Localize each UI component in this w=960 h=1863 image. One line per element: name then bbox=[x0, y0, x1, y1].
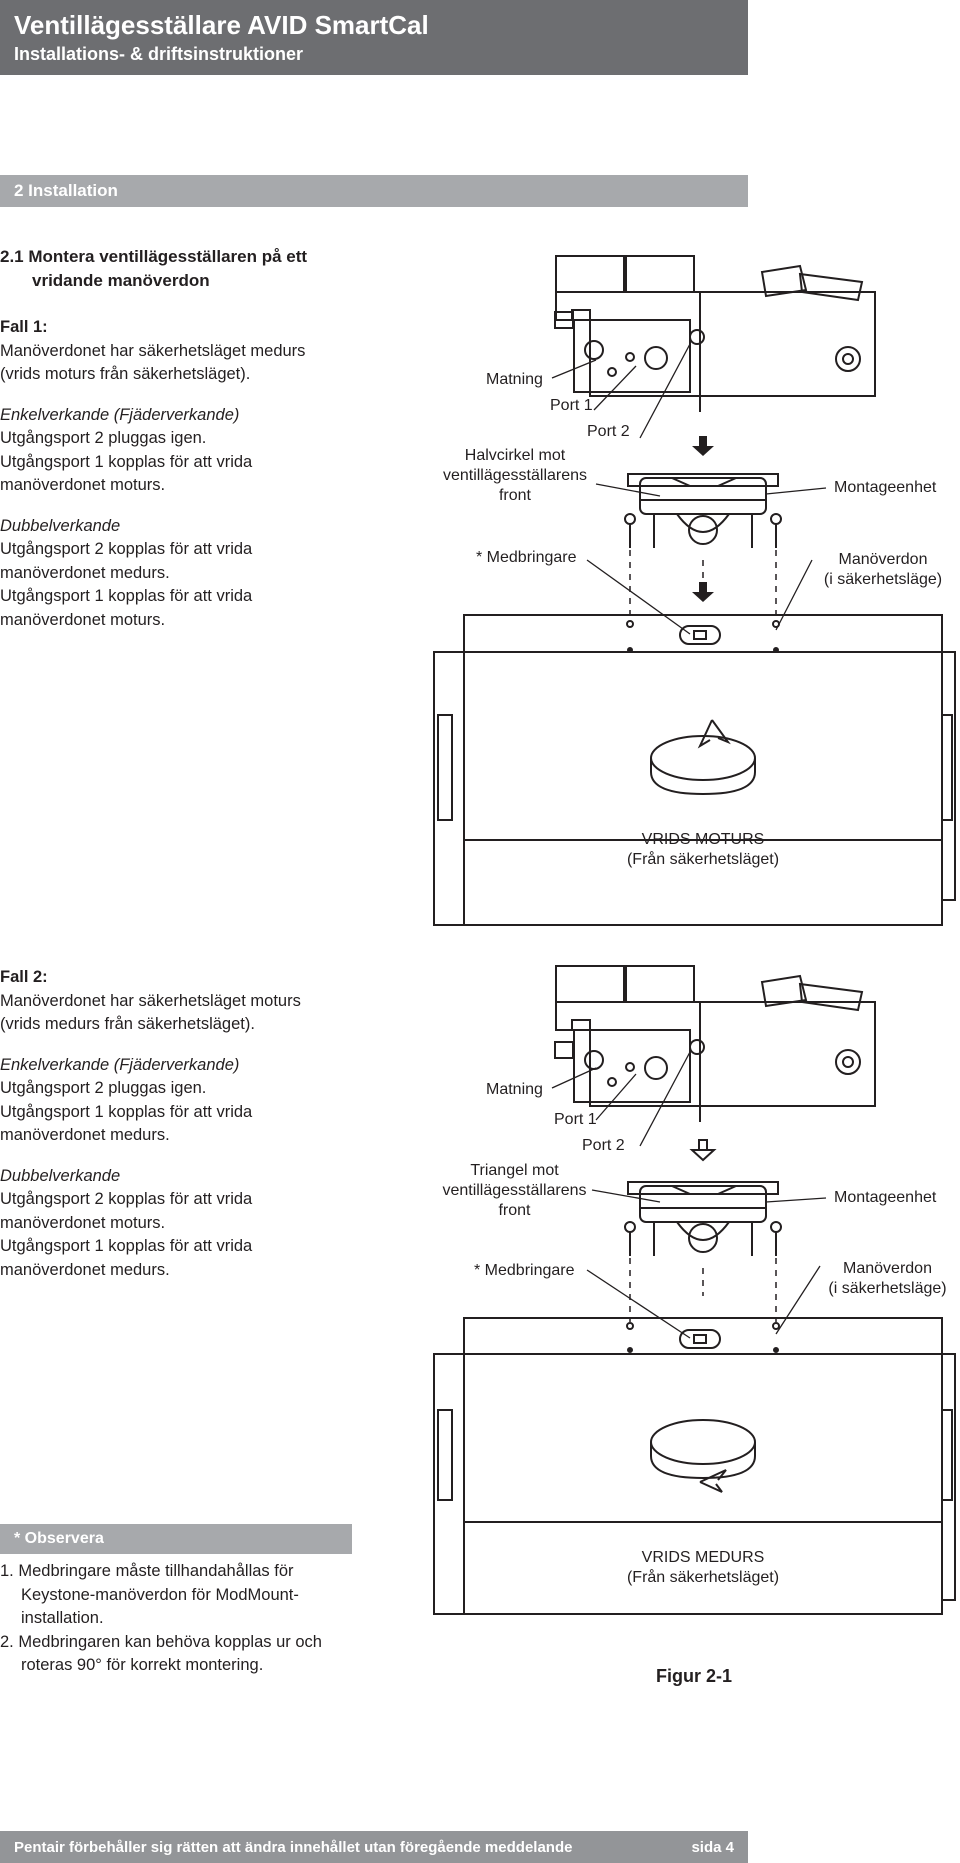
note-item: Keystone-manöverdon för ModMount- bbox=[21, 1585, 299, 1604]
case2-single-line: Utgångsport 2 pluggas igen. bbox=[0, 1079, 207, 1097]
label-triangle-line: Triangel mot bbox=[470, 1162, 559, 1179]
label-montageenhet: Montageenhet bbox=[834, 479, 937, 496]
case2-double-line: Utgångsport 1 kopplas för att vrida bbox=[0, 1237, 253, 1255]
actuator-illustration bbox=[433, 1317, 956, 1615]
label-port2: Port 2 bbox=[587, 423, 630, 440]
label-triangle-line: front bbox=[498, 1202, 531, 1219]
label-halfcircle-line: Halvcirkel mot bbox=[464, 447, 566, 464]
actuator-illustration bbox=[433, 614, 956, 926]
label-medbringare: * Medbringare bbox=[474, 1262, 575, 1279]
figure-caption: Figur 2-1 bbox=[656, 1666, 733, 1686]
label-montageenhet: Montageenhet bbox=[834, 1189, 937, 1206]
section-title: 2 Installation bbox=[0, 175, 748, 207]
label-rotation-line: VRIDS MOTURS bbox=[641, 831, 765, 848]
label-triangle: Triangel mot ventillägesställarens front bbox=[437, 1161, 592, 1221]
page-number: sida 4 bbox=[691, 1839, 734, 1856]
page-footer: Pentair förbehåller sig rätten att ändra… bbox=[0, 1831, 748, 1863]
subsection-title-line: vridande manöverdon bbox=[32, 271, 210, 290]
label-matning: Matning bbox=[486, 1081, 543, 1098]
case2-double-line: manöverdonet medurs. bbox=[0, 1260, 170, 1279]
label-port1: Port 1 bbox=[550, 397, 593, 414]
label-rotation-line: VRIDS MEDURS bbox=[641, 1549, 765, 1566]
label-halfcircle-line: ventillägesställarens bbox=[442, 467, 588, 484]
mounting-kit-illustration bbox=[624, 473, 782, 548]
label-medbringare: * Medbringare bbox=[476, 549, 577, 566]
case1-desc: (vrids moturs från säkerhetsläget). bbox=[0, 365, 251, 383]
label-rotation-ccw: VRIDS MOTURS (Från säkerhetsläget) bbox=[603, 830, 803, 870]
case1-double-line: Utgångsport 2 kopplas för att vrida bbox=[0, 540, 253, 558]
label-rotation-line: (Från säkerhetsläget) bbox=[626, 1569, 780, 1586]
label-port1: Port 1 bbox=[554, 1111, 597, 1128]
label-rotation-line: (Från säkerhetsläget) bbox=[626, 851, 780, 868]
label-port2: Port 2 bbox=[582, 1137, 625, 1154]
case1-heading: Fall 1: bbox=[0, 318, 48, 336]
case1-single-line: Utgångsport 2 pluggas igen. bbox=[0, 429, 207, 447]
label-matning: Matning bbox=[486, 371, 543, 388]
label-halfcircle: Halvcirkel mot ventillägesställarens fro… bbox=[440, 446, 590, 506]
case2-double-heading: Dubbelverkande bbox=[0, 1166, 121, 1185]
label-manoverdon-line: (i säkerhetsläge) bbox=[823, 571, 943, 588]
subsection-title: 2.1 Montera ventillägesställaren på ett … bbox=[0, 245, 360, 293]
label-manoverdon-line: Manöverdon bbox=[838, 551, 928, 568]
label-halfcircle-line: front bbox=[498, 487, 531, 504]
case1-double-heading: Dubbelverkande bbox=[0, 516, 121, 535]
mounting-kit-illustration bbox=[624, 1181, 782, 1256]
label-rotation-cw: VRIDS MEDURS (Från säkerhetsläget) bbox=[603, 1548, 803, 1588]
case1-double-line: Utgångsport 1 kopplas för att vrida bbox=[0, 587, 253, 605]
label-manoverdon-line: Manöverdon bbox=[843, 1260, 932, 1277]
case2-desc: Manöverdonet har säkerhetsläget moturs bbox=[0, 991, 301, 1010]
label-manoverdon: Manöverdon (i säkerhetsläge) bbox=[818, 550, 948, 590]
footer-disclaimer: Pentair förbehåller sig rätten att ändra… bbox=[14, 1839, 573, 1856]
document-title: Ventillägesställare AVID SmartCal bbox=[14, 10, 429, 40]
label-manoverdon-line: (i säkerhetsläge) bbox=[828, 1280, 947, 1297]
document-header: Ventillägesställare AVID SmartCal Instal… bbox=[0, 0, 748, 75]
note-item: 2. Medbringaren kan behöva kopplas ur oc… bbox=[0, 1632, 322, 1651]
case1-text: Fall 1: Manöverdonet har säkerhetsläget … bbox=[0, 316, 305, 632]
label-manoverdon: Manöverdon (i säkerhetsläge) bbox=[820, 1259, 955, 1299]
cw-rotation-arrow-icon bbox=[650, 1419, 756, 1493]
note-item: installation. bbox=[21, 1609, 104, 1627]
case1-double-line: manöverdonet medurs. bbox=[0, 563, 170, 582]
case1-single-heading: Enkelverkande (Fjäderverkande) bbox=[0, 405, 240, 424]
case1-single-line: manöverdonet moturs. bbox=[0, 476, 166, 494]
note-list: 1. Medbringare måste tillhandahållas för… bbox=[0, 1560, 322, 1678]
ccw-rotation-arrow-icon bbox=[650, 719, 756, 796]
note-item: roteras 90° för korrekt montering. bbox=[21, 1656, 264, 1674]
case2-text: Fall 2: Manöverdonet har säkerhetsläget … bbox=[0, 966, 301, 1282]
figure-case1-diagram bbox=[433, 255, 956, 926]
case2-single-heading: Enkelverkande (Fjäderverkande) bbox=[0, 1055, 240, 1074]
case2-single-line: manöverdonet medurs. bbox=[0, 1126, 170, 1144]
case1-single-line: Utgångsport 1 kopplas för att vrida bbox=[0, 452, 253, 471]
positioner-illustration bbox=[554, 965, 876, 1122]
down-arrow-icon bbox=[692, 436, 714, 602]
down-arrow-icon bbox=[689, 1139, 717, 1162]
case2-single-line: Utgångsport 1 kopplas för att vrida bbox=[0, 1102, 253, 1121]
note-heading: * Observera bbox=[0, 1524, 352, 1554]
case2-double-line: manöverdonet moturs. bbox=[0, 1213, 166, 1232]
figure-case2-diagram bbox=[433, 965, 956, 1615]
document-subtitle: Installations- & driftsinstruktioner bbox=[14, 44, 304, 64]
case1-double-line: manöverdonet moturs. bbox=[0, 610, 166, 629]
case2-desc: (vrids medurs från säkerhetsläget). bbox=[0, 1015, 255, 1033]
case2-heading: Fall 2: bbox=[0, 968, 48, 986]
case2-double-line: Utgångsport 2 kopplas för att vrida bbox=[0, 1190, 253, 1208]
label-triangle-line: ventillägesställarens bbox=[442, 1182, 587, 1199]
positioner-illustration bbox=[554, 255, 876, 412]
case1-desc: Manöverdonet har säkerhetsläget medurs bbox=[0, 341, 306, 360]
subsection-title-line: 2.1 Montera ventillägesställaren på ett bbox=[0, 247, 308, 266]
note-item: 1. Medbringare måste tillhandahållas för bbox=[0, 1562, 294, 1580]
